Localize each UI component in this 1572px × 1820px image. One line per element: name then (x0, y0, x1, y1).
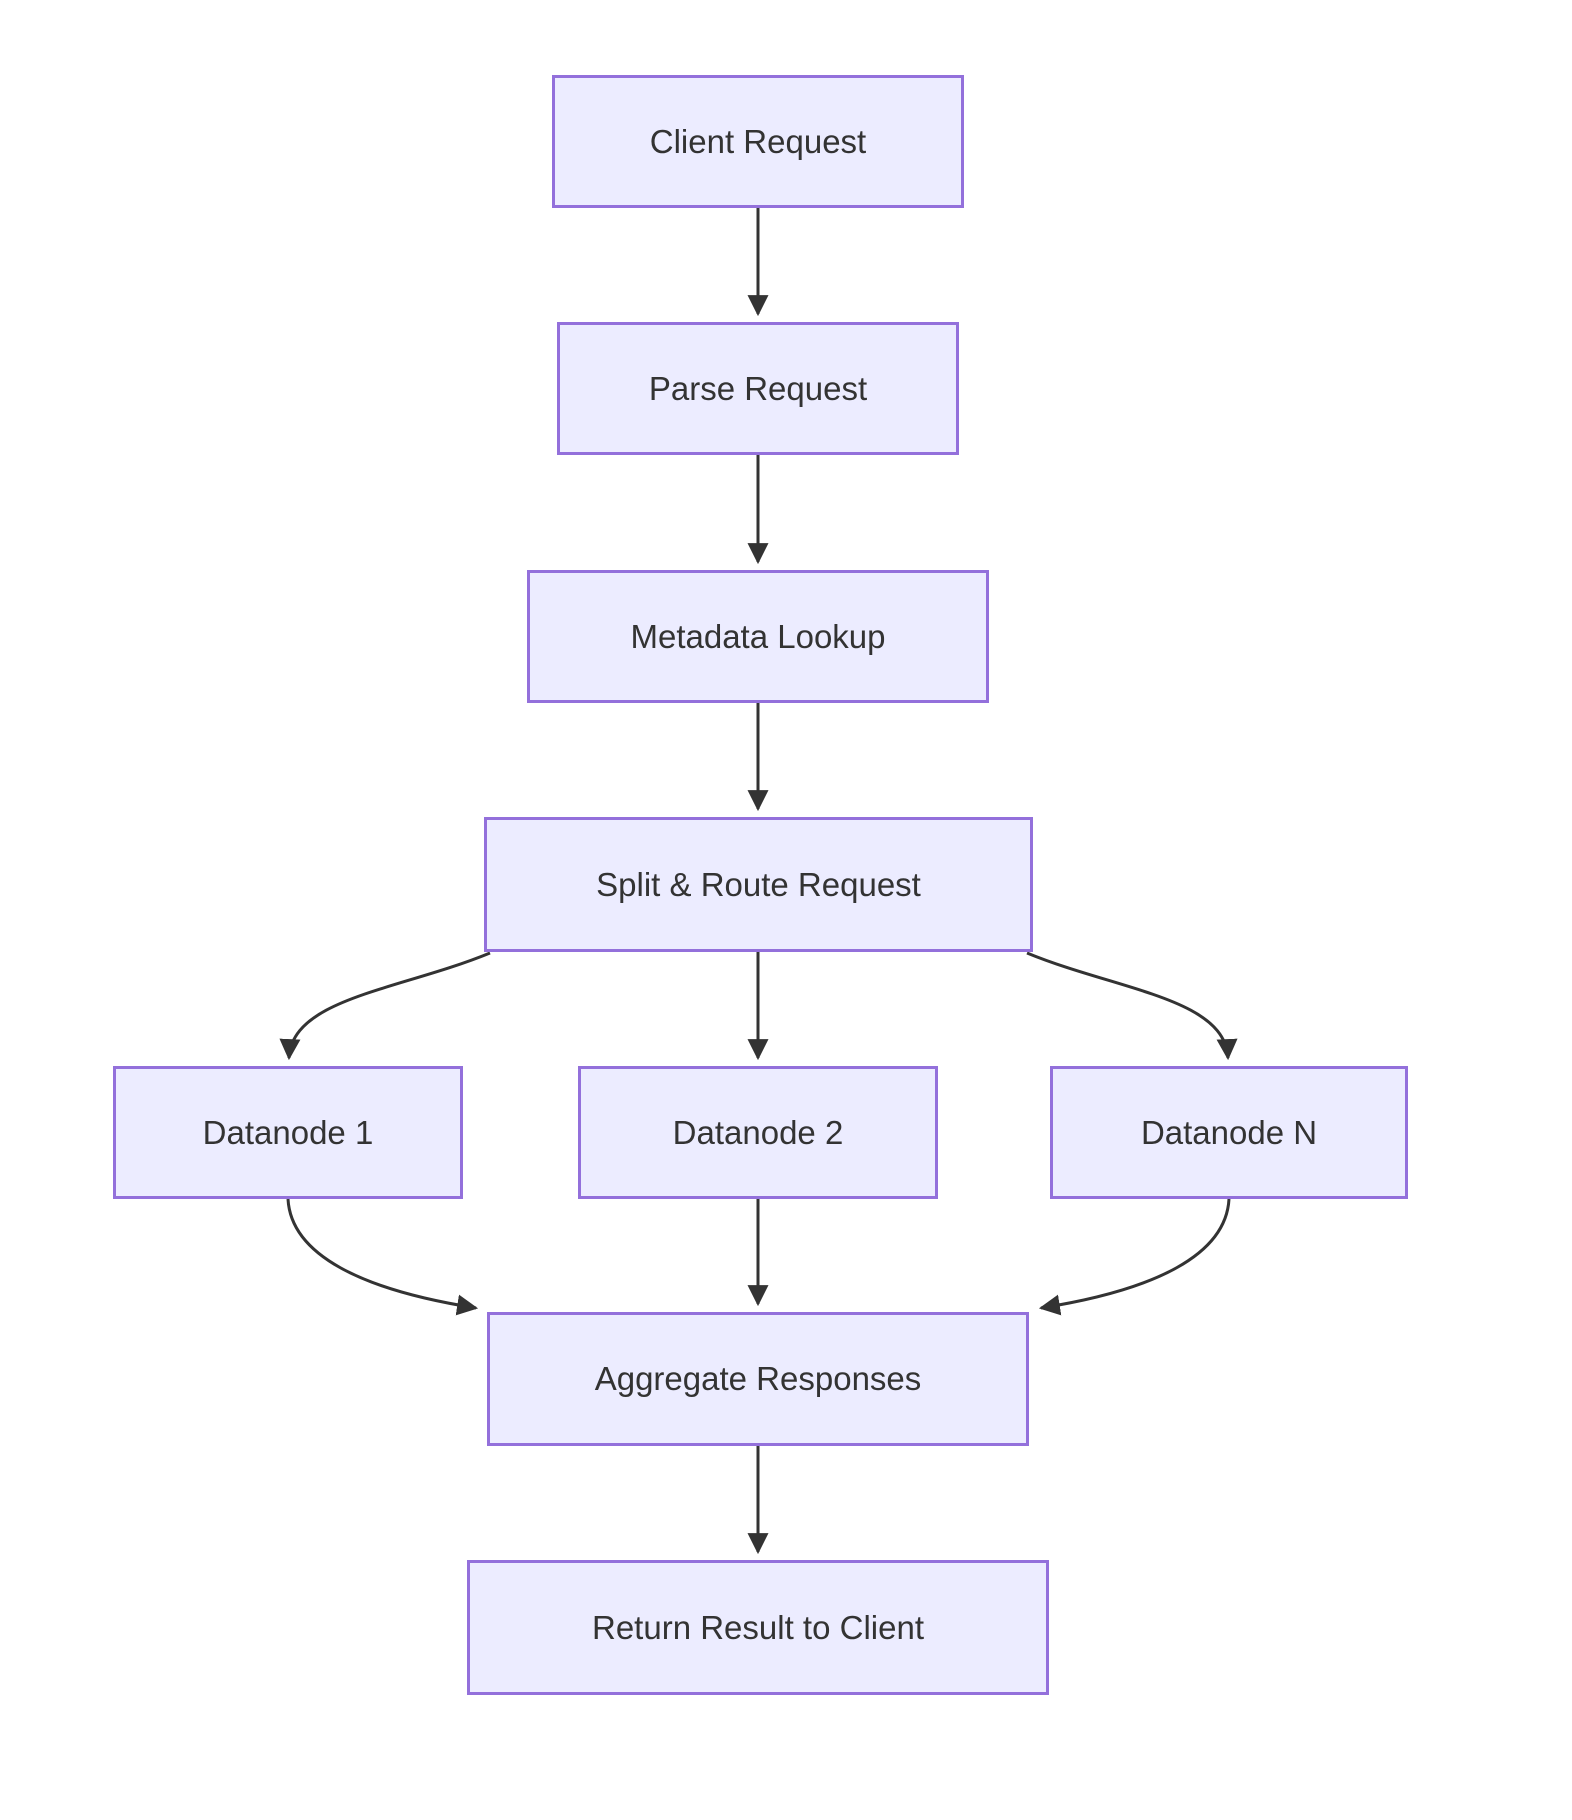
node-client-request: Client Request (552, 75, 964, 208)
node-label: Metadata Lookup (630, 617, 886, 655)
node-label: Aggregate Responses (594, 1360, 922, 1398)
node-metadata-lookup: Metadata Lookup (527, 570, 989, 703)
node-datanode-1: Datanode 1 (113, 1066, 463, 1199)
node-label: Return Result to Client (592, 1608, 924, 1646)
edge-datanode1-to-aggregate (286, 1198, 479, 1316)
edge-split-to-datanodeN (1026, 951, 1238, 1061)
node-split-route-request: Split & Route Request (484, 817, 1033, 952)
node-label: Split & Route Request (596, 865, 921, 903)
node-aggregate-responses: Aggregate Responses (487, 1312, 1029, 1446)
edge-split-to-datanode1 (279, 951, 491, 1061)
edge-datanodeN-to-aggregate (1038, 1198, 1231, 1316)
node-label: Datanode N (1140, 1113, 1318, 1151)
node-parse-request: Parse Request (557, 322, 959, 455)
node-return-result: Return Result to Client (467, 1560, 1049, 1695)
node-label: Parse Request (648, 369, 868, 407)
node-datanode-n: Datanode N (1050, 1066, 1408, 1199)
node-label: Client Request (649, 122, 867, 160)
node-label: Datanode 1 (202, 1113, 374, 1151)
node-datanode-2: Datanode 2 (578, 1066, 938, 1199)
node-label: Datanode 2 (672, 1113, 844, 1151)
